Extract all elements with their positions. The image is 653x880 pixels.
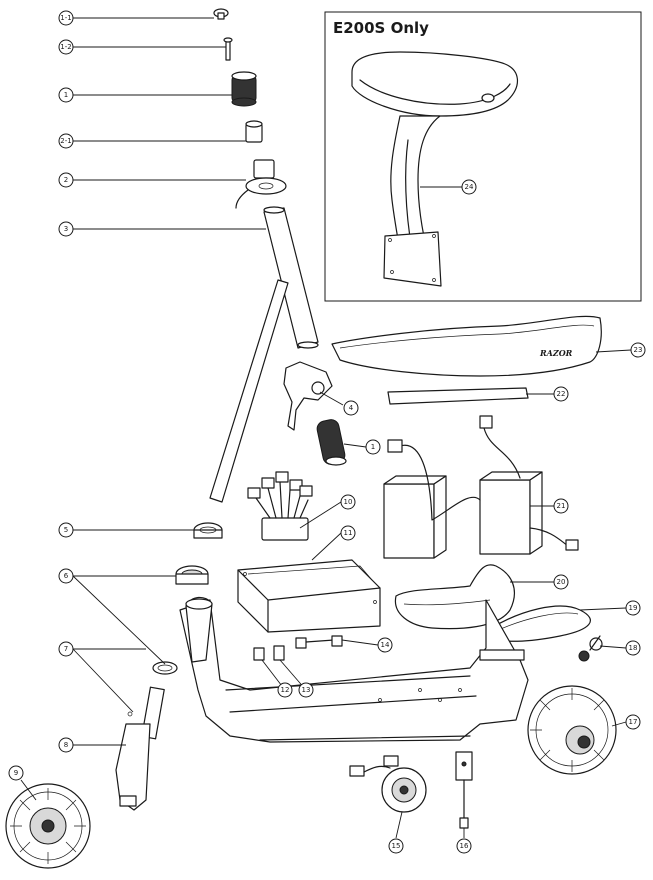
batteries — [383, 415, 579, 559]
handlebar-stack — [209, 8, 347, 503]
svg-text:22: 22 — [557, 390, 566, 398]
svg-text:18: 18 — [629, 644, 638, 652]
rear-brake-kickstand — [349, 751, 473, 829]
svg-text:5: 5 — [64, 526, 68, 534]
svg-text:19: 19 — [629, 604, 638, 612]
callout-13: 13 — [298, 682, 314, 698]
svg-text:21: 21 — [557, 502, 566, 510]
callout-9: 9 — [8, 765, 24, 781]
callout-4: 4 — [343, 400, 359, 416]
svg-text:23: 23 — [634, 346, 643, 354]
svg-text:6: 6 — [64, 572, 69, 580]
e200s-inset: E200S Only — [324, 11, 642, 302]
inset-title: E200S Only — [333, 19, 429, 37]
svg-text:12: 12 — [281, 686, 290, 694]
callout-1-2: 1-2 — [58, 39, 74, 55]
svg-text:11: 11 — [344, 529, 353, 537]
svg-text:2: 2 — [64, 176, 68, 184]
callout-20: 20 — [553, 574, 569, 590]
rear-wheel — [527, 685, 617, 775]
svg-text:2-1: 2-1 — [60, 137, 71, 145]
callout-2: 2 — [58, 172, 74, 188]
callout-24: 24 — [461, 179, 477, 195]
callout-3: 3 — [58, 221, 74, 237]
callout-19: 19 — [625, 600, 641, 616]
callout-15: 15 — [388, 838, 404, 854]
callout-1b: 1 — [365, 439, 381, 455]
svg-text:14: 14 — [381, 641, 390, 649]
svg-text:13: 13 — [302, 686, 311, 694]
frame — [179, 596, 529, 743]
callout-17: 17 — [625, 714, 641, 730]
callout-6: 6 — [58, 568, 74, 584]
svg-text:1-2: 1-2 — [60, 43, 71, 51]
svg-text:20: 20 — [557, 578, 566, 586]
callout-18: 18 — [625, 640, 641, 656]
callout-23: 23 — [630, 342, 646, 358]
controller-harness — [193, 471, 313, 541]
callout-10: 10 — [340, 494, 356, 510]
svg-text:17: 17 — [629, 718, 638, 726]
callout-5: 5 — [58, 522, 74, 538]
svg-text:15: 15 — [392, 842, 401, 850]
svg-text:1: 1 — [371, 443, 375, 451]
callout-2-1: 2-1 — [58, 133, 74, 149]
battery-tray — [237, 559, 381, 633]
deck-logo: RAZOR — [539, 348, 573, 358]
svg-text:9: 9 — [14, 769, 18, 777]
callout-12: 12 — [277, 682, 293, 698]
fittings — [152, 565, 343, 675]
callout-16: 16 — [456, 838, 472, 854]
front-assembly — [5, 686, 165, 869]
callout-7: 7 — [58, 641, 74, 657]
svg-text:16: 16 — [460, 842, 469, 850]
callout-1a: 1 — [58, 87, 74, 103]
svg-text:4: 4 — [349, 404, 354, 412]
callout-22: 22 — [553, 386, 569, 402]
callout-11: 11 — [340, 525, 356, 541]
svg-text:1-1: 1-1 — [60, 14, 71, 22]
leader-lines — [20, 17, 632, 839]
callout-8: 8 — [58, 737, 74, 753]
svg-text:1: 1 — [64, 91, 68, 99]
svg-text:10: 10 — [344, 498, 353, 506]
svg-text:3: 3 — [64, 225, 68, 233]
callout-14: 14 — [377, 637, 393, 653]
svg-text:7: 7 — [64, 645, 68, 653]
svg-text:8: 8 — [64, 741, 68, 749]
drive-parts — [394, 564, 603, 662]
svg-text:24: 24 — [465, 183, 474, 191]
callout-21: 21 — [553, 498, 569, 514]
deck: RAZOR — [331, 315, 602, 405]
callout-1-1: 1-1 — [58, 10, 74, 26]
seat-part — [351, 51, 518, 287]
